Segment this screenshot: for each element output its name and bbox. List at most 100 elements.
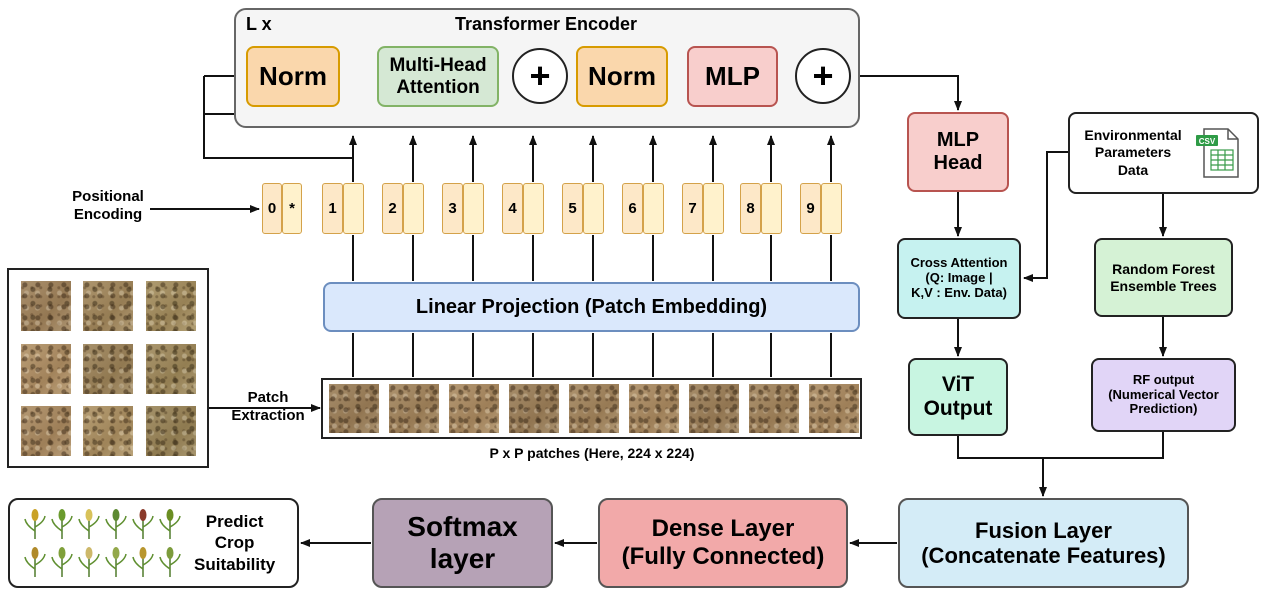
arrow-encoder-to-mlphead <box>850 75 962 111</box>
crop-plant-icon <box>132 509 154 539</box>
soil-patch-image <box>629 384 679 433</box>
cross-line-2: (Q: Image | <box>925 270 993 286</box>
rf-output-block: RF output (Numerical Vector Prediction) <box>1091 358 1236 432</box>
soil-patch-image <box>689 384 739 433</box>
predict-line-2: Crop <box>214 533 255 553</box>
rf-line-1: Random Forest <box>1112 261 1215 278</box>
patch-token-4: 4 <box>502 183 523 234</box>
patch-extraction-line-1: Patch <box>247 389 289 406</box>
arrow-env-to-cross <box>1023 151 1068 282</box>
env-line-1: Environmental <box>1084 126 1182 143</box>
patch-extraction-label: Patch Extraction <box>218 389 318 425</box>
soil-patch-image <box>389 384 439 433</box>
patch-token-8: 8 <box>740 183 761 234</box>
dense-line-2: (Fully Connected) <box>621 543 825 570</box>
patch-token-1: 1 <box>322 183 343 234</box>
soil-image-grid <box>7 268 209 468</box>
env-line-3: Data <box>1117 161 1149 178</box>
mlp-head-block: MLP Head <box>907 112 1009 192</box>
crop-plant-icon <box>51 547 73 577</box>
patch-token-embed-2 <box>403 183 424 234</box>
patch-token-embed-6 <box>643 183 664 234</box>
patch-token-6: 6 <box>622 183 643 234</box>
class-token-star: * <box>282 183 302 234</box>
dense-layer-block: Dense Layer (Fully Connected) <box>598 498 848 588</box>
patch-token-embed-4 <box>523 183 544 234</box>
environmental-data-block: Environmental Parameters Data CSV <box>1068 112 1259 194</box>
patch-token-embed-5 <box>583 183 604 234</box>
vit-output-block: ViT Output <box>908 358 1008 436</box>
crop-plant-icon <box>105 547 127 577</box>
patch-token-2: 2 <box>382 183 403 234</box>
env-data-text: Environmental Parameters Data <box>1074 127 1192 180</box>
crop-plant-icon <box>24 547 46 577</box>
attention-line-1: Multi-Head <box>389 54 487 76</box>
softmax-line-2: layer <box>429 543 496 574</box>
soil-sample-image <box>21 406 71 456</box>
patch-token-embed-7 <box>703 183 724 234</box>
fusion-line-1: Fusion Layer <box>975 517 1112 543</box>
csv-tag: CSV <box>1199 137 1216 146</box>
crop-plant-icon <box>78 509 100 539</box>
vit-line-2: Output <box>923 397 993 420</box>
cross-line-3: K,V : Env. Data) <box>911 284 1007 300</box>
predict-line-3: Suitability <box>194 554 276 574</box>
patch-strip <box>321 378 862 439</box>
patch-token-9: 9 <box>800 183 821 234</box>
rfout-line-3: Prediction) <box>1129 401 1198 417</box>
soil-sample-image <box>146 406 196 456</box>
rfout-line-1: RF output <box>1132 371 1195 387</box>
soil-sample-image <box>21 344 71 394</box>
token-arrows <box>349 135 835 377</box>
crop-plant-icon <box>24 509 46 539</box>
rf-line-2: Ensemble Trees <box>1110 277 1217 294</box>
soil-patch-image <box>509 384 559 433</box>
patches-caption: P x P patches (Here, 224 x 224) <box>489 445 695 461</box>
vit-line-1: ViT <box>941 372 975 396</box>
residual-add-2: + <box>795 48 851 104</box>
rfout-line-2: (Numerical Vector <box>1108 386 1219 402</box>
cross-attention-block: Cross Attention (Q: Image | K,V : Env. D… <box>897 238 1021 319</box>
soil-patch-image <box>569 384 619 433</box>
soil-sample-image <box>146 281 196 331</box>
patch-token-embed-8 <box>761 183 782 234</box>
norm-block-2: Norm <box>576 46 668 107</box>
crop-plant-icon <box>78 547 100 577</box>
prediction-block: Predict Crop Suitability <box>8 498 299 588</box>
softmax-line-1: Softmax <box>407 510 518 542</box>
soil-patch-image <box>329 384 379 433</box>
soil-sample-image <box>83 344 133 394</box>
random-forest-block: Random Forest Ensemble Trees <box>1094 238 1233 317</box>
mlp-head-line-1: MLP <box>936 129 980 151</box>
fusion-line-2: (Concatenate Features) <box>921 543 1166 568</box>
patch-token-embed-1 <box>343 183 364 234</box>
soil-sample-image <box>146 344 196 394</box>
softmax-layer-block: Softmax layer <box>372 498 553 588</box>
cross-line-1: Cross Attention <box>910 255 1008 271</box>
positional-encoding-label: Positional Encoding <box>48 188 168 224</box>
patch-token-5: 5 <box>562 183 583 234</box>
patch-extraction-line-2: Extraction <box>231 407 305 424</box>
dense-line-1: Dense Layer <box>651 515 795 543</box>
soil-patch-image <box>749 384 799 433</box>
patch-token-7: 7 <box>682 183 703 234</box>
crop-plant-icon <box>159 547 181 577</box>
patch-token-embed-3 <box>463 183 484 234</box>
mlp-block: MLP <box>687 46 778 107</box>
arrow-merge-to-fusion <box>957 432 1164 496</box>
norm-block-1: Norm <box>246 46 340 107</box>
patch-token-embed-9 <box>821 183 842 234</box>
multi-head-attention-block: Multi-Head Attention <box>377 46 499 107</box>
crop-plant-icon <box>159 509 181 539</box>
soil-patch-image <box>449 384 499 433</box>
residual-add-1: + <box>512 48 568 104</box>
encoder-repeat-label: L x <box>246 14 272 34</box>
encoder-title: Transformer Encoder <box>454 14 638 34</box>
pos-enc-line-1: Positional <box>72 188 144 205</box>
attention-line-2: Attention <box>396 76 480 98</box>
predict-text: Predict Crop Suitability <box>194 511 275 575</box>
patch-token-3: 3 <box>442 183 463 234</box>
crop-plant-icon <box>132 547 154 577</box>
soil-patch-image <box>809 384 859 433</box>
crop-plant-icon <box>105 509 127 539</box>
